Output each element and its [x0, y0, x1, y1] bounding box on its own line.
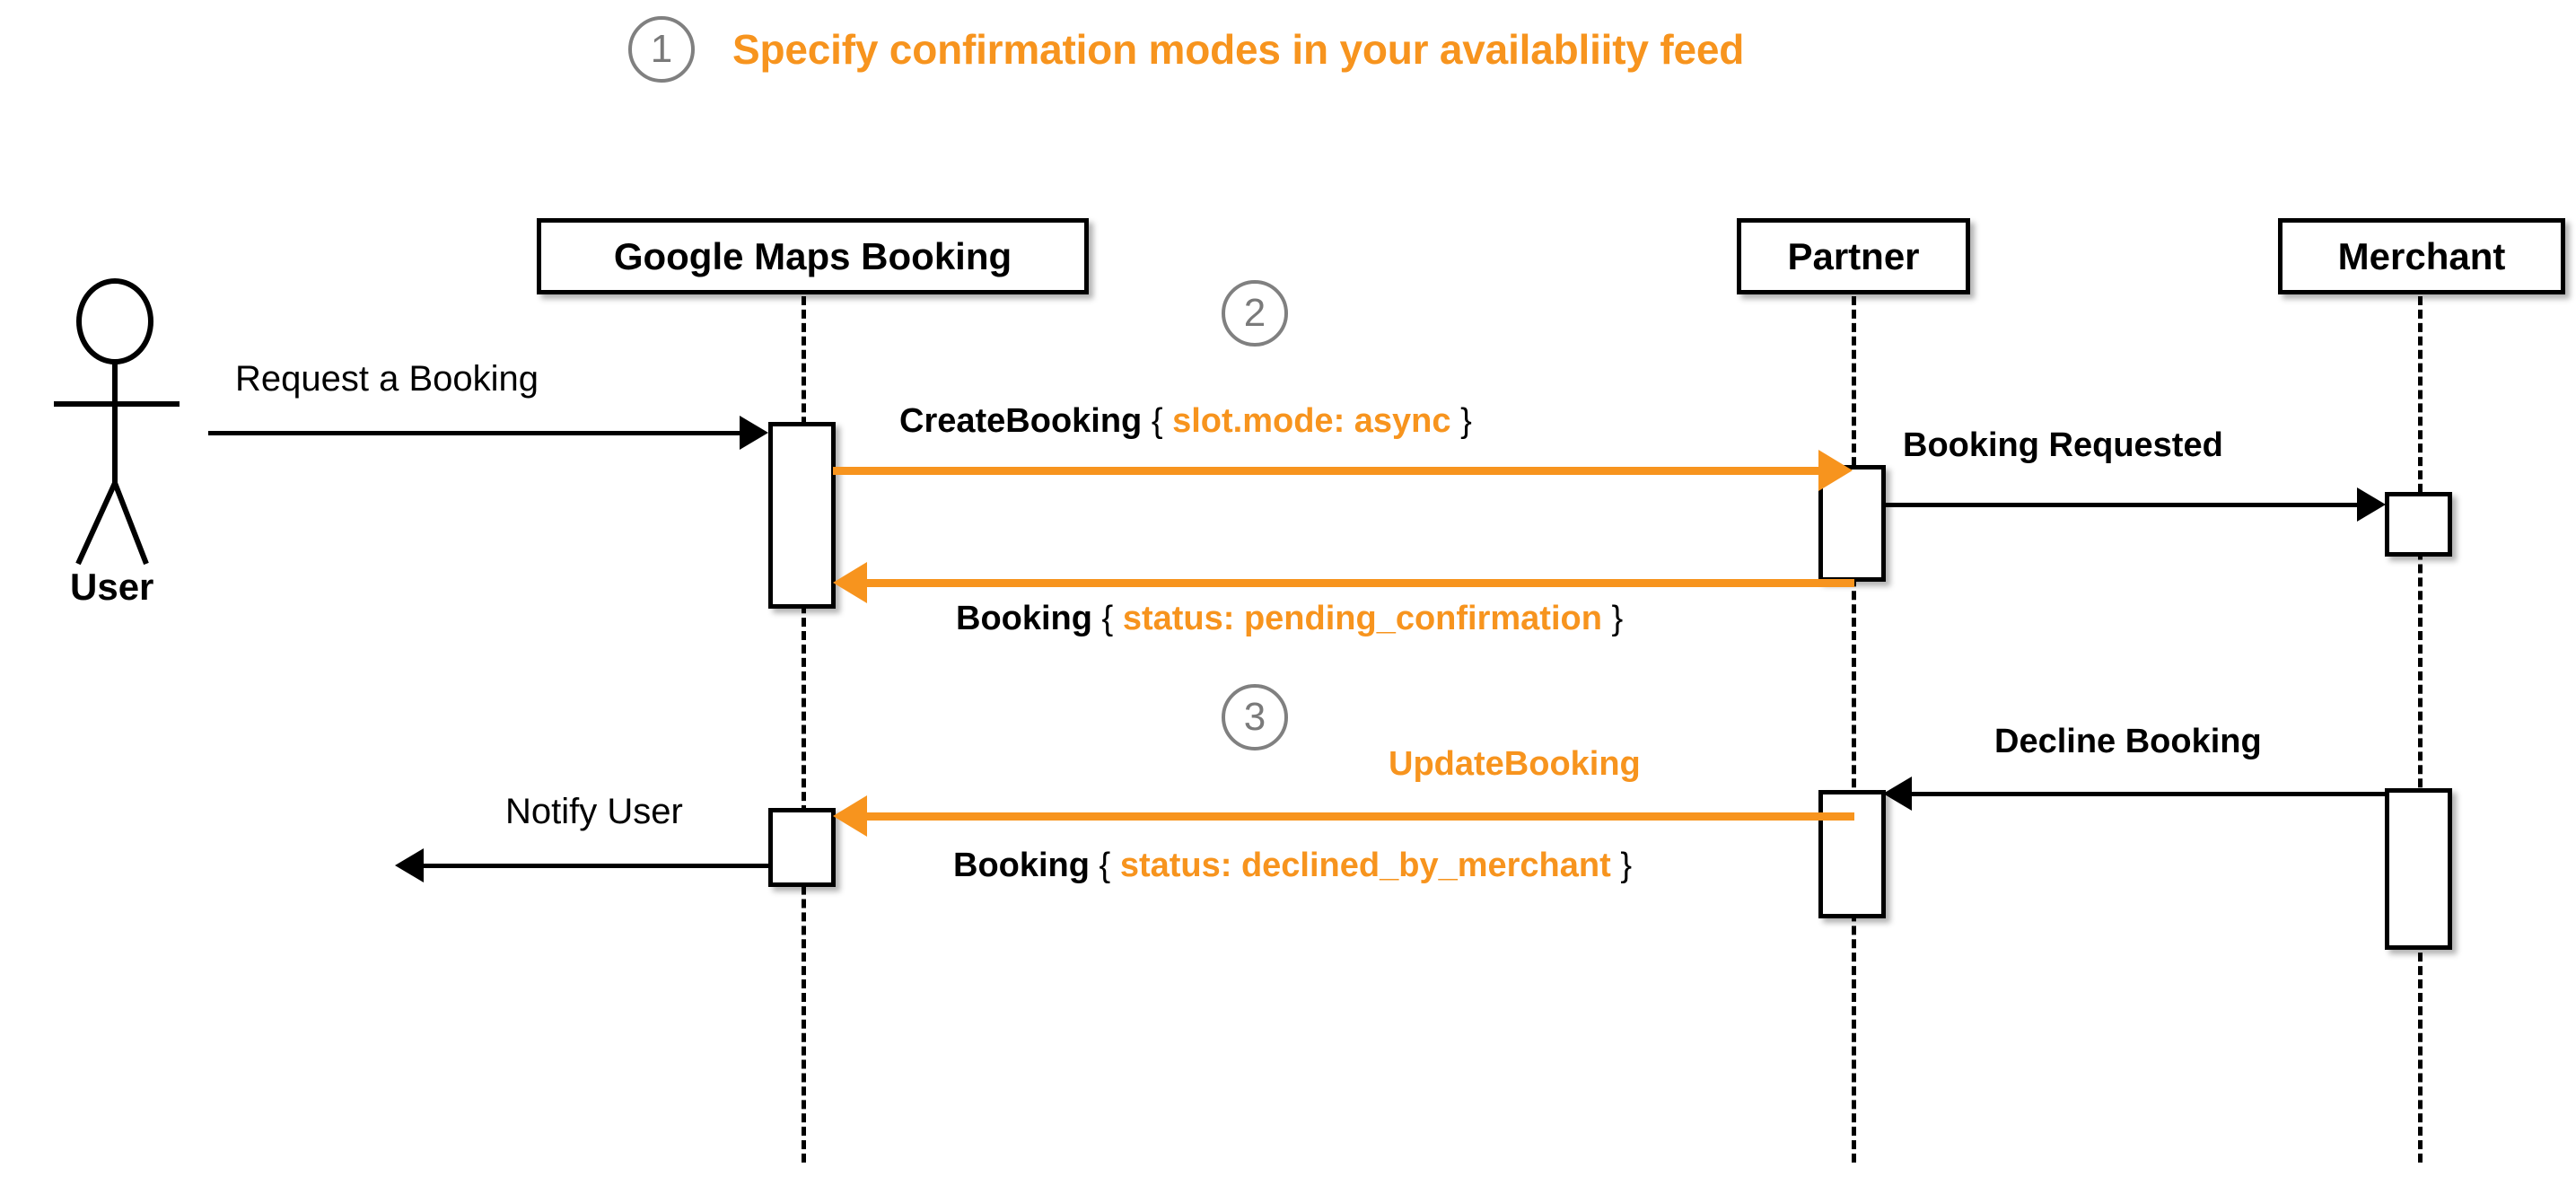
lifeline-header-partner[interactable]: Partner	[1737, 218, 1970, 294]
message-label-booking-requested: Booking Requested	[1903, 426, 2223, 464]
diagram-title: Specify confirmation modes in your avail…	[732, 26, 1745, 73]
message-label-request-a-booking: Request a Booking	[235, 359, 539, 399]
step-badge-2: 2	[1222, 280, 1288, 347]
message-label-booking-pending-confirmation: Booking { status: pending_confirmation }	[956, 600, 1623, 638]
title-row: 1 Specify confirmation modes in your ava…	[628, 16, 1744, 83]
lifeline-header-gmb[interactable]: Google Maps Booking	[537, 218, 1089, 294]
stick-figure-icon	[52, 278, 180, 566]
activation-gmb-1	[768, 422, 836, 609]
booking-declined-method: Booking	[953, 847, 1090, 884]
actor-user	[52, 278, 215, 570]
booking-pending-close-brace: }	[1611, 600, 1624, 637]
activation-merchant-2	[2385, 788, 2452, 950]
actor-user-label: User	[70, 566, 154, 608]
booking-declined-open-brace: {	[1099, 847, 1111, 884]
message-label-create-booking: CreateBooking { slot.mode: async }	[899, 402, 1472, 441]
booking-pending-open-brace: {	[1101, 600, 1114, 637]
step-badge-3: 3	[1222, 684, 1288, 750]
create-booking-params: slot.mode: async	[1172, 402, 1451, 440]
message-label-booking-declined-by-merchant: Booking { status: declined_by_merchant }	[953, 847, 1632, 885]
lifeline-header-merchant[interactable]: Merchant	[2278, 218, 2565, 294]
message-label-update-booking: UpdateBooking	[1389, 745, 1641, 783]
activation-gmb-2	[768, 808, 836, 887]
lifeline-merchant	[2418, 296, 2423, 1163]
booking-pending-method: Booking	[956, 600, 1092, 637]
message-label-decline-booking: Decline Booking	[1994, 723, 2262, 760]
message-label-notify-user: Notify User	[505, 792, 683, 831]
booking-declined-params: status: declined_by_merchant	[1119, 847, 1611, 884]
booking-pending-params: status: pending_confirmation	[1122, 600, 1602, 637]
lifeline-partner	[1852, 296, 1856, 1163]
create-booking-close-brace: }	[1460, 402, 1472, 440]
create-booking-open-brace: {	[1151, 402, 1163, 440]
activation-partner-2	[1818, 790, 1886, 918]
lifeline-gmb	[802, 296, 806, 1163]
step-badge-1: 1	[628, 16, 695, 83]
create-booking-method: CreateBooking	[899, 402, 1143, 440]
booking-declined-close-brace: }	[1620, 847, 1633, 884]
activation-merchant-1	[2385, 492, 2452, 557]
